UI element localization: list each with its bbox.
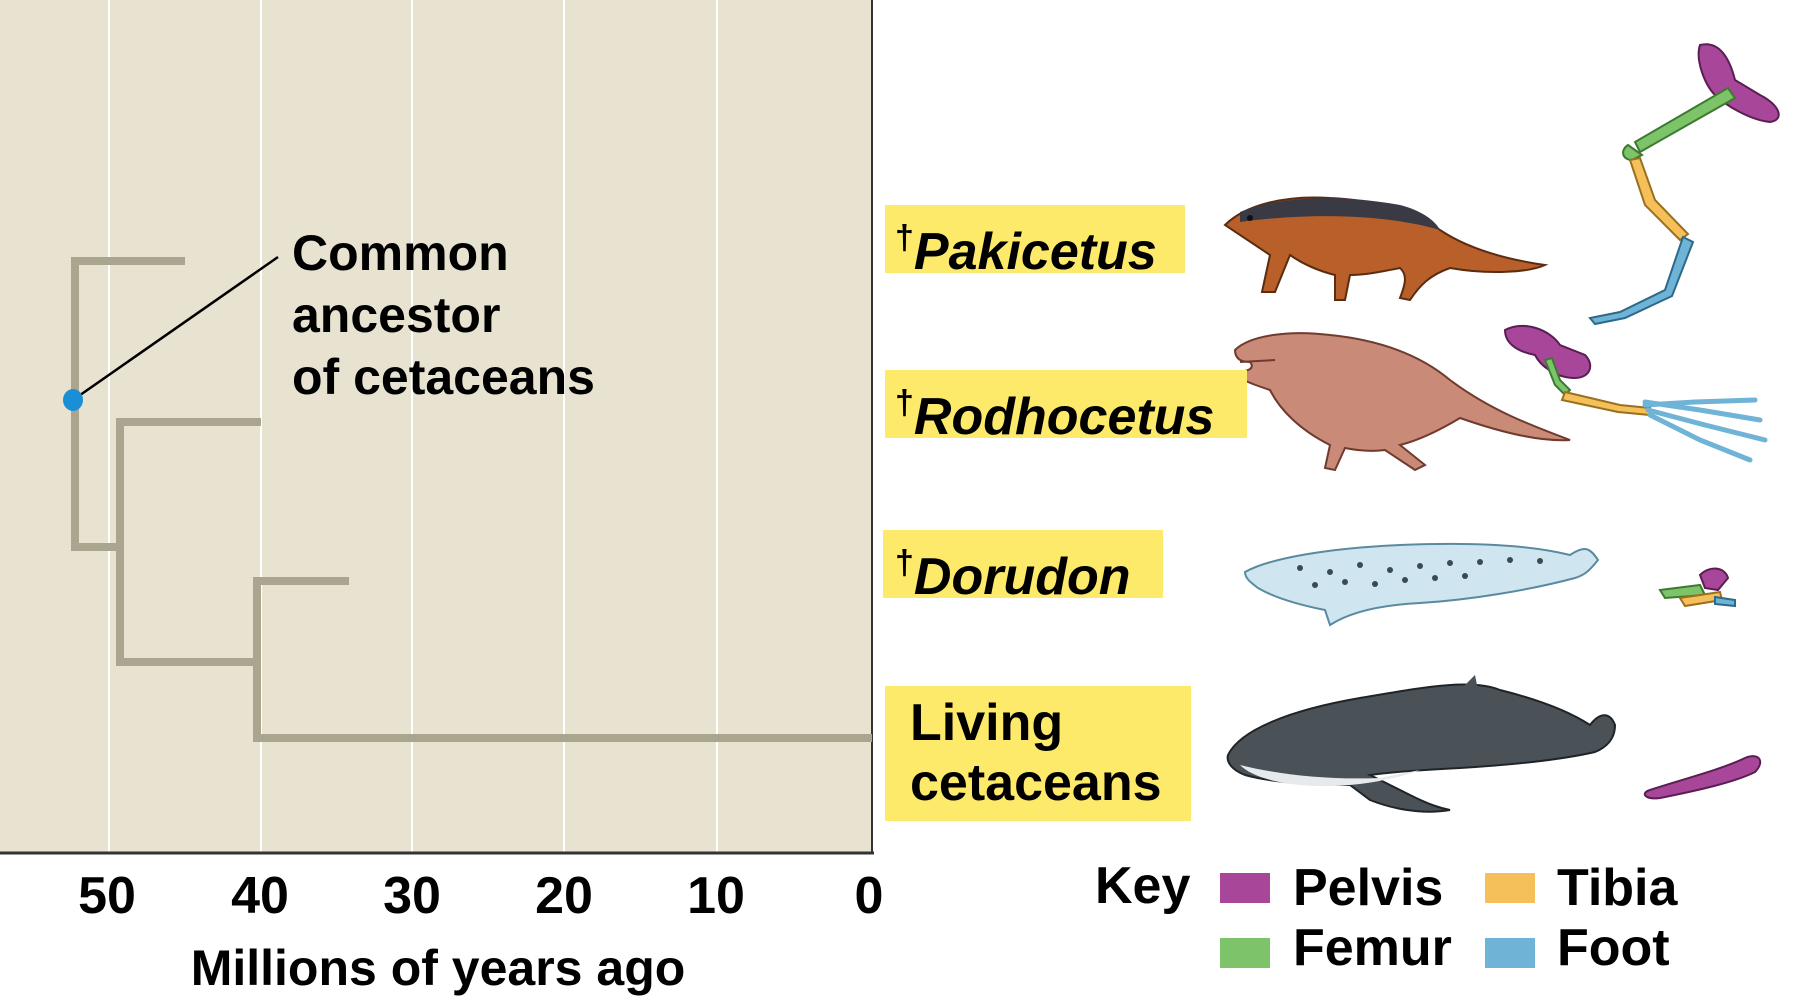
tick-label-10: 10 — [687, 867, 745, 925]
living-cetacean-illustration — [1228, 675, 1615, 812]
rodhocetus-label: †Rodhocetus — [895, 373, 1214, 447]
annotation-line-2: ancestor — [292, 287, 500, 343]
foot-swatch — [1485, 938, 1535, 968]
extinct-dagger: † — [895, 544, 914, 582]
dorudon-name: Dorudon — [914, 548, 1131, 606]
tick-label-0: 0 — [855, 867, 884, 925]
annotation-line-3: of cetaceans — [292, 349, 595, 405]
dorudon-leg-bones — [1660, 569, 1735, 606]
pakicetus-leg-bones — [1590, 44, 1779, 324]
foot-key-label: Foot — [1557, 918, 1670, 978]
pakicetus-name: Pakicetus — [914, 223, 1157, 281]
annotation-line-1: Common — [292, 225, 509, 281]
living-cetaceans-label-line-2: cetaceans — [910, 753, 1162, 813]
femur-key-label: Femur — [1293, 918, 1452, 978]
living-cetacean-pelvis — [1645, 756, 1760, 798]
extinct-dagger: † — [895, 219, 914, 257]
key-title: Key — [1095, 856, 1190, 916]
tick-label-30: 30 — [383, 867, 441, 925]
tibia-key-label: Tibia — [1557, 858, 1677, 918]
living-cetaceans-label-line-1: Living — [910, 693, 1063, 753]
tibia-swatch — [1485, 873, 1535, 903]
common-ancestor-node — [63, 389, 83, 411]
plot-background — [0, 0, 872, 853]
dorudon-label: †Dorudon — [895, 533, 1131, 607]
tick-label-50: 50 — [78, 867, 136, 925]
rodhocetus-name: Rodhocetus — [914, 388, 1214, 446]
extinct-dagger: † — [895, 384, 914, 422]
tick-label-20: 20 — [535, 867, 593, 925]
pelvis-key-label: Pelvis — [1293, 858, 1443, 918]
pelvis-swatch — [1220, 873, 1270, 903]
tick-label-40: 40 — [231, 867, 289, 925]
pakicetus-illustration — [1225, 197, 1545, 300]
pakicetus-label: †Pakicetus — [895, 208, 1157, 282]
rodhocetus-illustration — [1232, 333, 1570, 470]
femur-swatch — [1220, 938, 1270, 968]
dorudon-illustration — [1245, 544, 1598, 625]
x-axis-title: Millions of years ago — [191, 940, 686, 996]
